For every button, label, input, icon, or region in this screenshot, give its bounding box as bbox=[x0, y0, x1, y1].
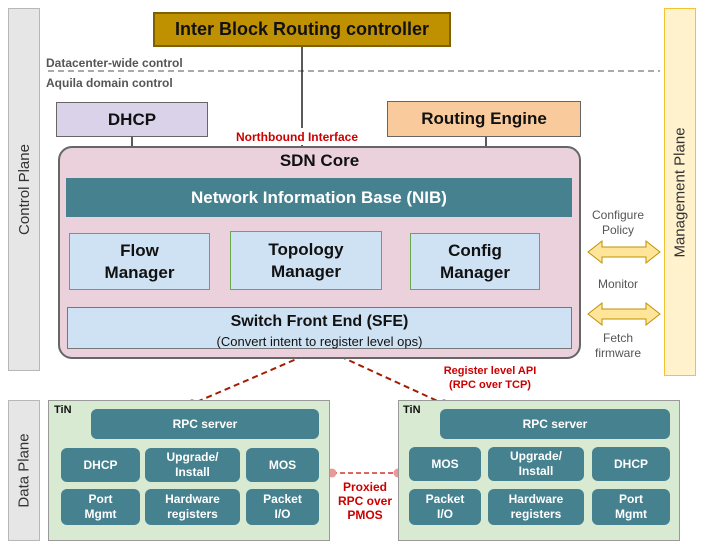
inter-block-routing-controller: Inter Block Routing controller bbox=[153, 12, 451, 47]
tin-right-packet-io: Packet I/O bbox=[409, 489, 481, 525]
routing-engine-box: Routing Engine bbox=[387, 101, 581, 137]
sfe-title: Switch Front End (SFE) bbox=[230, 313, 409, 330]
topology-manager-box: Topology Manager bbox=[230, 231, 382, 290]
configure-policy-label: Configure Policy bbox=[591, 208, 645, 237]
tin-right-tag: TiN bbox=[403, 404, 421, 416]
sfe-subtitle: (Convert intent to register level ops) bbox=[216, 333, 423, 349]
tin-left-upgrade-install: Upgrade/ Install bbox=[145, 448, 240, 482]
fetch-firmware-label: Fetch firmware bbox=[594, 331, 641, 360]
flow-manager-box: Flow Manager bbox=[69, 233, 210, 290]
datacenter-control-label: Datacenter-wide control bbox=[46, 56, 183, 70]
tin-left-hardware-registers: Hardware registers bbox=[145, 489, 240, 525]
sdn-core-title: SDN Core bbox=[279, 151, 360, 170]
tin-left-mos: MOS bbox=[246, 448, 319, 482]
tin-left-dhcp: DHCP bbox=[61, 448, 140, 482]
tin-right-dhcp: DHCP bbox=[592, 447, 670, 481]
sfe-box: Switch Front End (SFE) (Convert intent t… bbox=[67, 307, 572, 349]
tin-right-hardware-registers: Hardware registers bbox=[488, 489, 584, 525]
aquila-control-label: Aquila domain control bbox=[46, 76, 173, 90]
config-manager-box: Config Manager bbox=[410, 233, 540, 290]
firmware-arrow bbox=[587, 301, 661, 327]
northbound-interface-label: Northbound Interface bbox=[217, 128, 377, 145]
tin-right-upgrade-install: Upgrade/ Install bbox=[488, 447, 584, 481]
tin-left-packet-io: Packet I/O bbox=[246, 489, 319, 525]
tin-right-rpc-server: RPC server bbox=[440, 409, 670, 439]
proxied-rpc-label: Proxied RPC over PMOS bbox=[337, 480, 393, 522]
dhcp-box: DHCP bbox=[56, 102, 208, 137]
nib-box: Network Information Base (NIB) bbox=[66, 178, 572, 217]
tin-left-rpc-server: RPC server bbox=[91, 409, 319, 439]
control-plane-bar: Control Plane bbox=[8, 8, 40, 371]
data-plane-bar: Data Plane bbox=[8, 400, 40, 541]
tin-left-tag: TiN bbox=[54, 404, 72, 416]
management-plane-bar: Management Plane bbox=[664, 8, 696, 376]
tin-right-port-mgmt: Port Mgmt bbox=[592, 489, 670, 525]
register-level-api-label: Register level API (RPC over TCP) bbox=[443, 365, 537, 391]
tin-left-port-mgmt: Port Mgmt bbox=[61, 489, 140, 525]
tin-right-mos: MOS bbox=[409, 447, 481, 481]
monitor-label: Monitor bbox=[597, 276, 638, 291]
policy-arrow bbox=[587, 239, 661, 265]
